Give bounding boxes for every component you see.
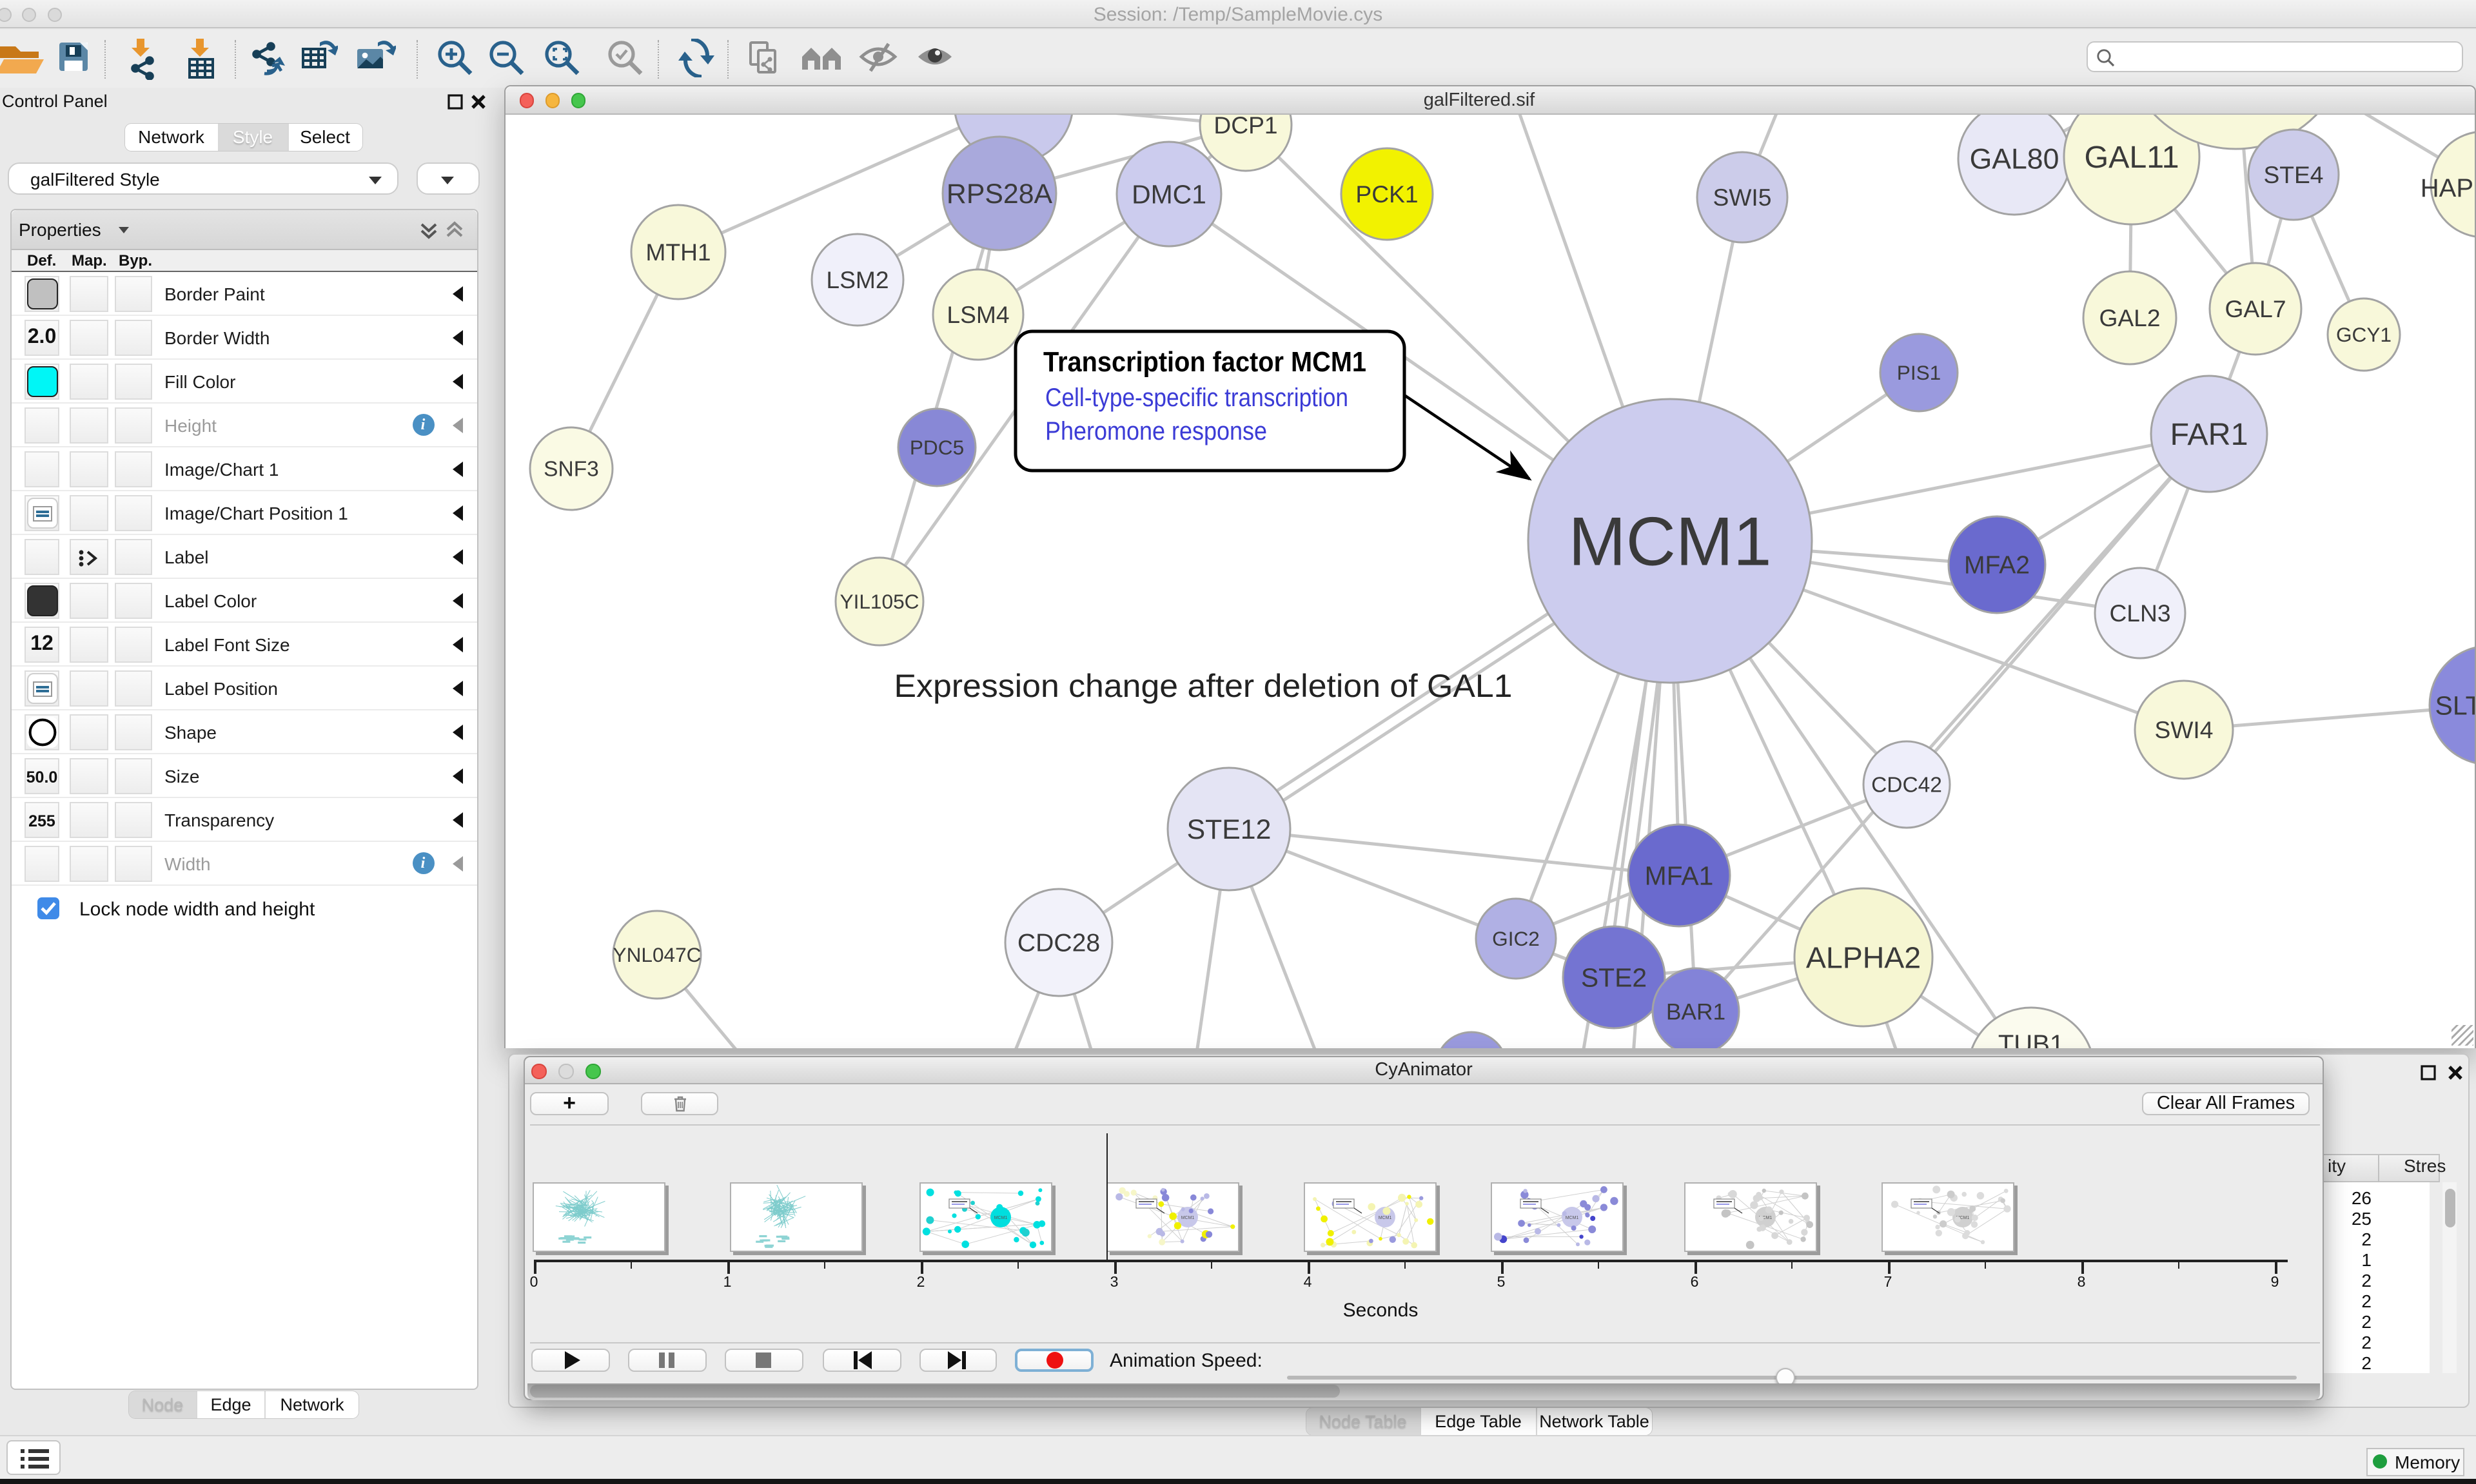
svg-text:YIL105C: YIL105C [840,590,919,613]
svg-text:MCM1: MCM1 [1759,1216,1773,1220]
svg-text:GAL11: GAL11 [2084,140,2179,175]
svg-text:ALPHA2: ALPHA2 [1806,941,1921,974]
svg-text:DMC1: DMC1 [1132,179,1206,209]
svg-text:GIC2: GIC2 [1492,927,1540,950]
svg-text:Expression change after deleti: Expression change after deletion of GAL1 [894,668,1513,704]
svg-text:MCM1: MCM1 [994,1216,1007,1220]
svg-text:STE4: STE4 [2263,161,2323,188]
svg-text:CDC28: CDC28 [1017,930,1100,957]
svg-text:MFA2: MFA2 [1964,552,2030,580]
svg-text:LSM2: LSM2 [826,266,889,293]
svg-text:HAP2: HAP2 [2421,174,2475,202]
svg-text:SNF3: SNF3 [544,458,599,482]
svg-text:CLN3: CLN3 [2109,600,2170,627]
svg-text:LSM4: LSM4 [947,301,1009,328]
svg-text:MFA1: MFA1 [1645,861,1714,890]
svg-text:MTH1: MTH1 [645,239,711,266]
svg-text:MCM1: MCM1 [1379,1216,1392,1220]
svg-text:MCM1: MCM1 [1568,502,1771,580]
svg-text:GCY1: GCY1 [2336,323,2392,346]
svg-text:MCM1: MCM1 [1956,1216,1970,1220]
svg-text:YNL047C: YNL047C [613,943,702,966]
svg-text:Transcription factor MCM1: Transcription factor MCM1 [1043,346,1366,378]
svg-text:GAL2: GAL2 [2099,304,2160,331]
svg-text:SWI4: SWI4 [2155,716,2214,743]
svg-text:TUB1: TUB1 [1998,1030,2064,1048]
svg-text:SLT2: SLT2 [2435,690,2475,720]
svg-text:PDC5: PDC5 [910,436,964,459]
svg-text:SWI5: SWI5 [1713,184,1772,211]
svg-text:MCM1: MCM1 [1566,1216,1579,1220]
svg-text:CDC42: CDC42 [1871,774,1942,797]
svg-text:RPS26B: RPS26B [963,115,1065,119]
svg-text:MCM1: MCM1 [1181,1216,1194,1220]
svg-text:STE2: STE2 [1581,962,1647,992]
svg-text:RPS28A: RPS28A [947,179,1053,210]
svg-text:PIS1: PIS1 [1897,361,1941,384]
svg-text:DCP1: DCP1 [1213,115,1277,139]
svg-text:GAL80: GAL80 [1970,144,2059,175]
svg-text:Pheromone response: Pheromone response [1045,417,1267,445]
svg-text:GAL7: GAL7 [2225,295,2286,322]
svg-text:FAR1: FAR1 [2170,417,2248,452]
svg-text:Cell-type-specific transcripti: Cell-type-specific transcription [1045,384,1348,412]
svg-text:BAR1: BAR1 [1666,999,1725,1024]
svg-text:PCK1: PCK1 [1355,181,1418,208]
svg-text:STE12: STE12 [1187,814,1272,845]
